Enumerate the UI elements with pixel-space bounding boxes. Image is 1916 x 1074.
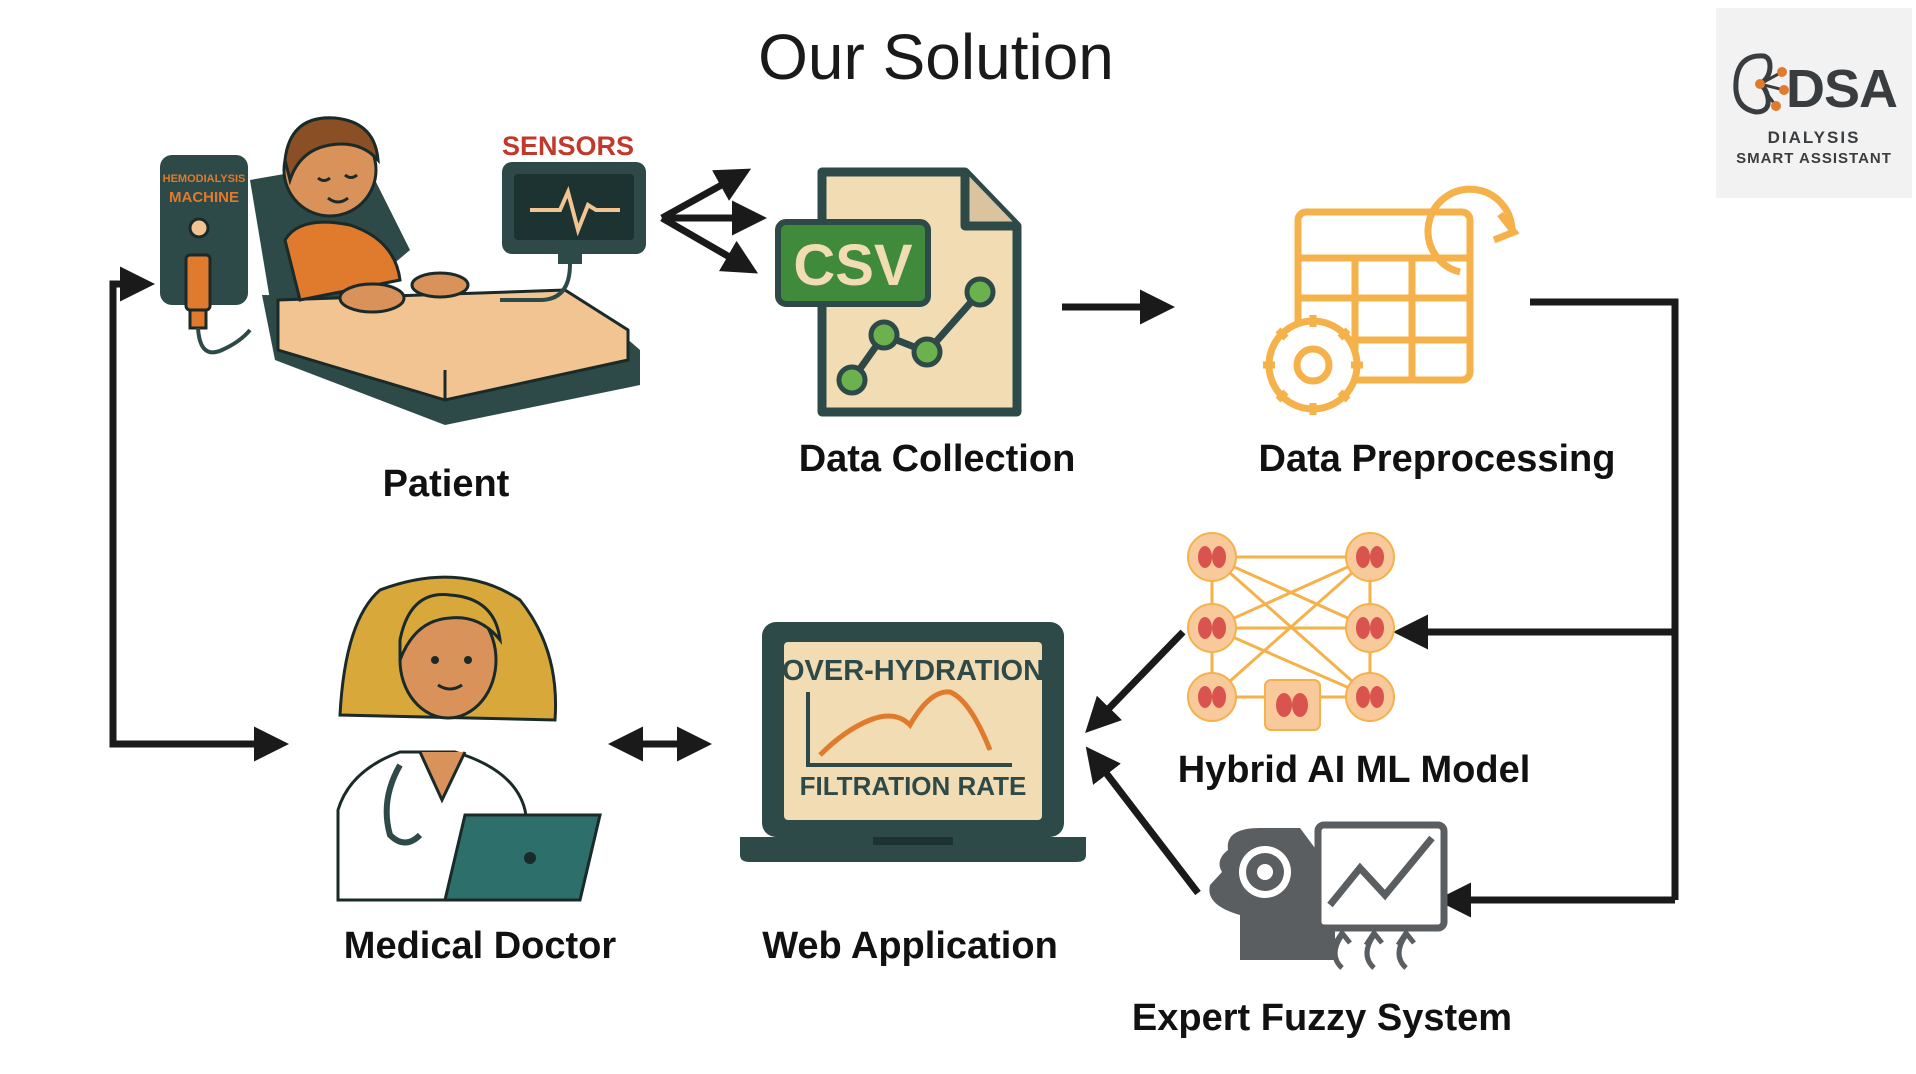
logo-line-2: SMART ASSISTANT bbox=[1736, 150, 1892, 167]
doctor-illustration bbox=[336, 575, 602, 902]
stethoscope-icon bbox=[383, 763, 423, 846]
svg-text:CSV: CSV bbox=[793, 233, 913, 298]
sensors-monitor-icon: SENSORS bbox=[500, 131, 646, 302]
arrow-preprocessing-to-bus bbox=[1530, 298, 1679, 900]
data-collection-label: Data Collection bbox=[799, 438, 1076, 480]
laptop-icon: OVER-HYDRATION FILTRATION RATE bbox=[740, 622, 1086, 862]
expert-fuzzy-icon bbox=[1209, 821, 1448, 970]
data-preprocessing-label: Data Preprocessing bbox=[1259, 438, 1616, 480]
svg-text:OVER-HYDRATION: OVER-HYDRATION bbox=[782, 655, 1044, 687]
medical-doctor-label: Medical Doctor bbox=[344, 925, 617, 967]
logo-line-1: DIALYSIS bbox=[1767, 128, 1861, 147]
hemodialysis-machine-icon: HEMODIALYSIS MACHINE bbox=[160, 155, 252, 355]
hybrid-network-icon bbox=[1187, 532, 1395, 731]
preprocessing-table-icon bbox=[1263, 185, 1520, 415]
gear-icon bbox=[1263, 315, 1363, 415]
logo-brand: DSA bbox=[1786, 59, 1898, 119]
kidney-network-icon bbox=[1733, 53, 1789, 115]
expert-fuzzy-label: Expert Fuzzy System bbox=[1132, 997, 1512, 1039]
arrow-patient-doctor-loop bbox=[109, 266, 289, 762]
dsa-logo: DSA DIALYSIS SMART ASSISTANT bbox=[1716, 8, 1912, 198]
arrow-fuzzy-to-webapp bbox=[1085, 746, 1201, 896]
svg-text:SENSORS: SENSORS bbox=[502, 131, 634, 161]
page-title: Our Solution bbox=[758, 21, 1114, 93]
web-application-label: Web Application bbox=[762, 925, 1058, 967]
csv-file-icon: CSV bbox=[775, 167, 1022, 417]
hybrid-model-label: Hybrid AI ML Model bbox=[1178, 749, 1531, 791]
patient-figure-icon bbox=[282, 116, 470, 314]
svg-text:FILTRATION RATE: FILTRATION RATE bbox=[800, 771, 1027, 801]
refresh-icon bbox=[1424, 185, 1520, 276]
svg-text:MACHINE: MACHINE bbox=[169, 189, 239, 206]
arrow-hybrid-to-webapp bbox=[1085, 629, 1186, 734]
arrow-sensors-to-csv-down bbox=[660, 214, 759, 274]
gear-icon bbox=[1239, 846, 1291, 898]
arrow-sensors-to-csv-up bbox=[660, 168, 752, 222]
svg-text:HEMODIALYSIS: HEMODIALYSIS bbox=[163, 173, 246, 185]
doctor-laptop-icon bbox=[443, 813, 602, 902]
connectors bbox=[109, 168, 1679, 918]
patient-label: Patient bbox=[383, 463, 510, 505]
patient-illustration: HEMODIALYSIS MACHINE SENSORS bbox=[160, 116, 646, 425]
